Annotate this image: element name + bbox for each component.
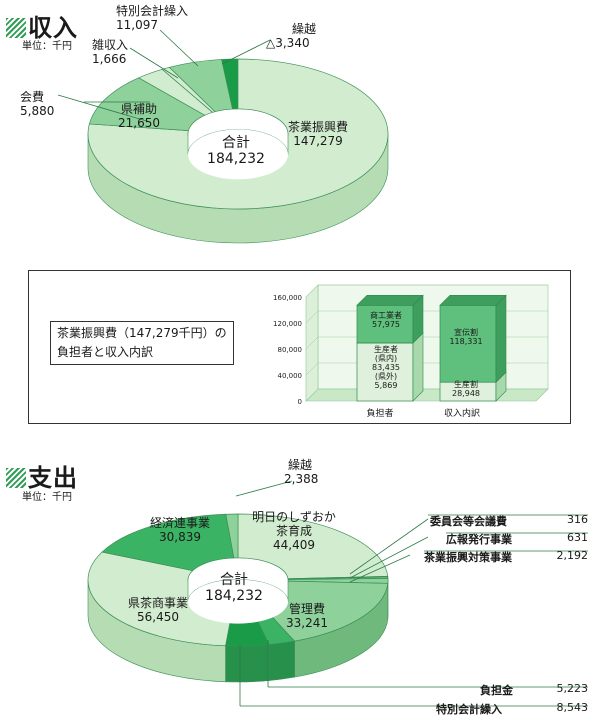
leader-line	[57, 94, 151, 123]
bar-seisansha	[356, 342, 414, 402]
leader-line	[235, 480, 293, 497]
income-donut-chart	[57, 29, 389, 244]
income-unit: 単位：千円	[22, 41, 72, 52]
burden-panel	[28, 270, 571, 424]
bar-senden-top	[439, 294, 507, 306]
x-category: 収入内訳	[443, 409, 480, 419]
donut-hole	[188, 129, 288, 180]
leader-line	[221, 39, 271, 65]
expense-donut-chart	[87, 480, 588, 707]
y-tick: 120,000	[273, 320, 302, 328]
leader-line	[159, 29, 199, 67]
stripe-icon	[6, 468, 26, 488]
x-category: 負担者	[366, 409, 394, 419]
y-tick: 0	[297, 398, 302, 406]
y-tick: 160,000	[273, 294, 302, 302]
expense-slice-side	[225, 644, 270, 683]
y-tick: 40,000	[277, 372, 303, 380]
leader-line	[349, 536, 429, 579]
y-tick: 80,000	[277, 346, 303, 354]
stripe-icon	[6, 18, 26, 38]
grid-line	[305, 284, 548, 298]
burden-caption: 茶業振興費（147,279千円）の 負担者と収入内訳	[50, 321, 234, 365]
bar-shoko-top	[356, 294, 424, 306]
donut-hole	[188, 579, 288, 624]
bar-senden	[439, 304, 497, 383]
income-title: 収入	[6, 8, 78, 43]
chart-floor	[305, 388, 549, 402]
expense-unit: 単位：千円	[22, 492, 72, 503]
leader-line	[349, 554, 411, 583]
leader-line	[129, 47, 179, 79]
bar-senden-side	[495, 294, 507, 383]
income-label-kurikoshi: 繰越△3,340	[266, 22, 317, 50]
bar-seisansha-side	[412, 332, 424, 402]
leader-line	[349, 518, 429, 575]
burden-bar-chart	[305, 284, 549, 402]
expense-slice-side	[268, 640, 295, 681]
expense-title: 支出	[6, 458, 78, 493]
bar-label-seisansha: 生産者(県内)83,435(県外)5,869	[372, 345, 400, 390]
